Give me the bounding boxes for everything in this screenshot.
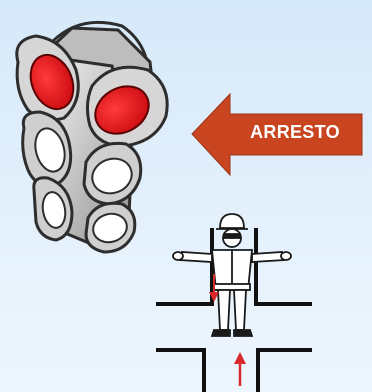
lamp-right-top — [87, 67, 167, 146]
stop-arrow-label: ARRESTO — [228, 122, 362, 143]
lamp-right-bottom — [86, 203, 135, 252]
